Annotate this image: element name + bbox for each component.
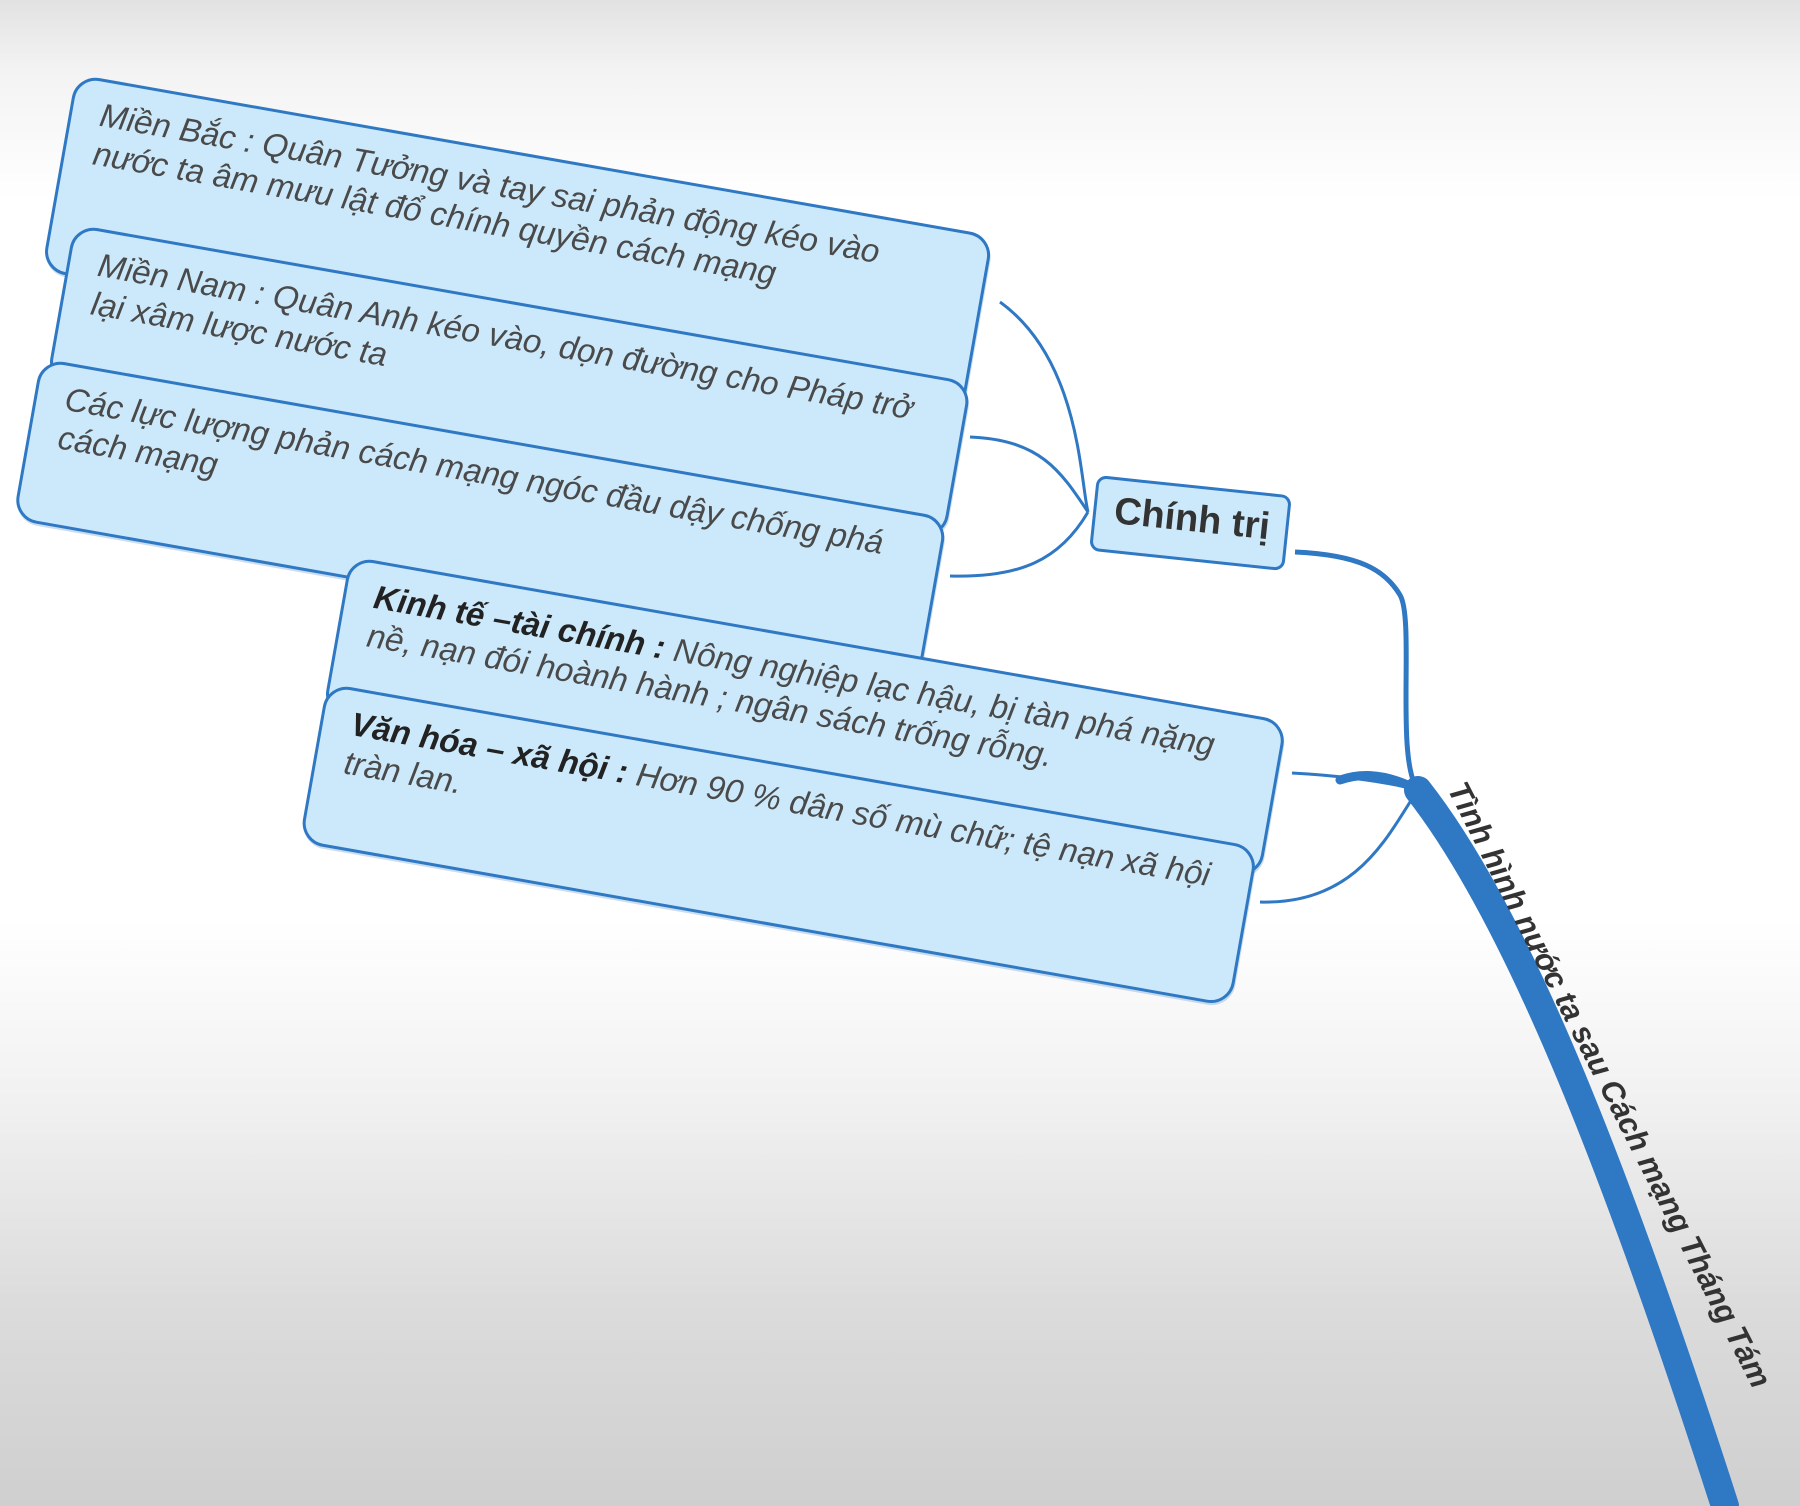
branch-cac-luc-luong <box>949 511 1090 578</box>
branch-mien-bac <box>999 300 1090 513</box>
branch-culture <box>1259 789 1420 904</box>
node-chinh-tri-label: Chính trị <box>1112 490 1272 549</box>
branch-mien-nam <box>969 435 1090 513</box>
branch-economy <box>1291 771 1419 792</box>
branch-politics <box>1294 549 1421 792</box>
root-branch <box>1404 776 1739 1506</box>
